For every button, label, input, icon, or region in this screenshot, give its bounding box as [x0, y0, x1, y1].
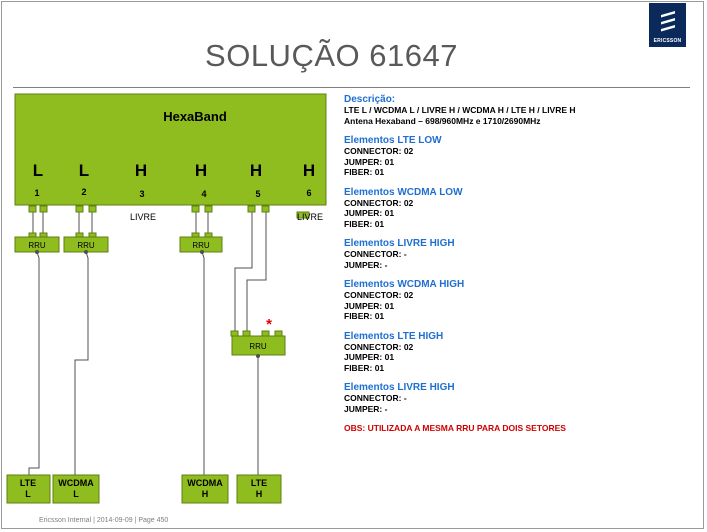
element-line: FIBER: 01	[344, 362, 385, 373]
element-line: CONNECTOR: 02	[344, 290, 414, 300]
sector-label-line1: WCDMA	[58, 478, 94, 488]
cable-lines	[28, 212, 267, 475]
element-line: CONNECTOR: -	[344, 249, 407, 259]
livre-label-port-6: LIVRE	[297, 212, 323, 222]
elements-livre-high: Elementos LIVRE HIGH CONNECTOR: - JUMPER…	[344, 238, 694, 270]
element-line: FIBER: 01	[344, 167, 385, 177]
element-block-title: Elementos LTE HIGH	[344, 330, 444, 342]
shared-rru-asterisk: *	[266, 316, 272, 333]
observation-note: OBS: UTILIZADA A MESMA RRU PARA DOIS SET…	[344, 423, 566, 433]
element-line: FIBER: 01	[344, 218, 385, 229]
livre-label-port-3: LIVRE	[130, 212, 156, 222]
element-line: JUMPER: 01	[344, 300, 395, 311]
rru-label: RRU	[77, 241, 95, 250]
port-number-2: 2	[81, 187, 86, 197]
port-number-1: 1	[34, 188, 39, 198]
element-line: FIBER: 01	[344, 311, 385, 321]
description-line: LTE L / WCDMA L / LIVRE H / WCDMA H / LT…	[344, 105, 576, 115]
sector-lte-high	[236, 474, 282, 504]
element-line: CONNECTOR: 02	[344, 146, 414, 156]
description-block: Descrição: LTE L / WCDMA L / LIVRE H / W…	[344, 94, 694, 126]
description-heading: Descrição:	[344, 94, 396, 105]
sector-label-line2: H	[256, 489, 263, 499]
ericsson-mark-icon	[661, 11, 675, 32]
port-number-4: 4	[201, 189, 206, 199]
sector-label-line1: LTE	[20, 478, 36, 488]
elements-lte-high: Elementos LTE HIGH CONNECTOR: 02 JUMPER:…	[344, 331, 694, 374]
port-number-3: 3	[139, 189, 144, 199]
cable-joints	[35, 250, 260, 358]
element-line: JUMPER: 01	[344, 208, 395, 218]
element-line: JUMPER: 01	[344, 156, 395, 167]
elements-wcdma-high: Elementos WCDMA HIGH CONNECTOR: 02 JUMPE…	[344, 279, 694, 322]
title-divider	[13, 87, 690, 88]
elements-livre-high-2: Elementos LIVRE HIGH CONNECTOR: - JUMPER…	[344, 382, 694, 414]
rru-ports	[28, 232, 283, 337]
sector-label-line2: L	[73, 489, 79, 499]
element-line: CONNECTOR: 02	[344, 197, 414, 208]
sector-label-line1: LTE	[251, 478, 267, 488]
ericsson-logo: ERICSSON	[649, 3, 686, 47]
element-line: JUMPER: -	[344, 259, 388, 270]
sector-lte-low	[6, 474, 51, 504]
sector-wcdma-low	[52, 474, 100, 504]
port-band-5: H	[250, 161, 262, 180]
element-block-title: Elementos LIVRE HIGH	[344, 382, 455, 393]
hexaband-antenna	[14, 93, 327, 206]
element-line: JUMPER: 01	[344, 352, 395, 362]
info-panel: Descrição: LTE L / WCDMA L / LIVRE H / W…	[344, 94, 694, 433]
port-band-1: L	[33, 161, 43, 180]
element-line: JUMPER: -	[344, 403, 388, 414]
rru-label: RRU	[249, 342, 267, 351]
port-band-4: H	[195, 161, 207, 180]
page-footer: Ericsson Internal | 2014-09-09 | Page 45…	[39, 517, 169, 524]
logo-word: ERICSSON	[653, 38, 682, 44]
rru-label: RRU	[28, 241, 46, 250]
page-title: SOLUÇÃO 61647	[205, 38, 458, 73]
element-block-title: Elementos LTE LOW	[344, 135, 442, 146]
element-line: CONNECTOR: -	[344, 393, 407, 403]
sector-label-line2: L	[25, 489, 31, 499]
port-band-2: L	[79, 161, 89, 180]
port-band-3: H	[135, 161, 147, 180]
port-number-6: 6	[306, 188, 311, 198]
elements-lte-low: Elementos LTE LOW CONNECTOR: 02 JUMPER: …	[344, 135, 694, 178]
elements-wcdma-low: Elementos WCDMA LOW CONNECTOR: 02 JUMPER…	[344, 187, 694, 230]
rru-label: RRU	[192, 241, 210, 250]
sector-label-line2: H	[202, 489, 209, 499]
sector-label-line1: WCDMA	[187, 478, 223, 488]
element-block-title: Elementos LIVRE HIGH	[344, 238, 455, 249]
element-block-title: Elementos WCDMA HIGH	[344, 279, 465, 290]
port-band-6: H	[303, 161, 315, 180]
antenna-name: HexaBand	[163, 109, 227, 124]
element-block-title: Elementos WCDMA LOW	[344, 186, 463, 198]
description-line: Antena Hexaband – 698/960MHz e 1710/2690…	[344, 115, 541, 126]
sector-wcdma-high	[181, 474, 229, 504]
antenna-connectors	[28, 205, 310, 219]
element-line: CONNECTOR: 02	[344, 341, 414, 352]
port-number-5: 5	[255, 189, 260, 199]
